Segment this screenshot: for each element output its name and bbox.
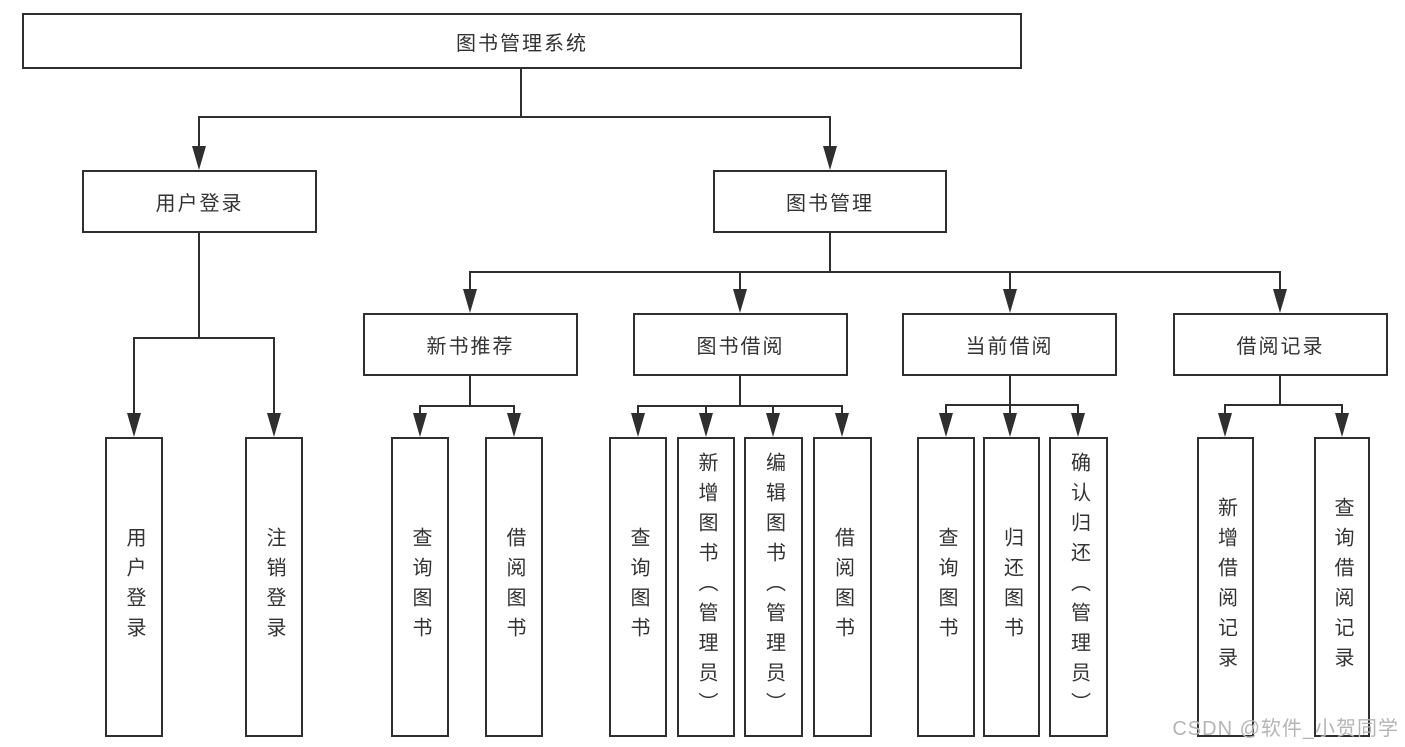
arrowhead-icon — [939, 413, 953, 437]
leaf-logout-label: 注销登录 — [263, 527, 285, 647]
node-borrow-records: 借阅记录 — [1173, 313, 1388, 376]
connector-line — [1009, 404, 1011, 415]
arrowhead-icon — [766, 413, 780, 437]
arrowhead-icon — [823, 146, 837, 170]
connector-line — [1279, 271, 1281, 291]
connector-line — [945, 404, 1079, 406]
arrowhead-icon — [127, 413, 141, 437]
leaf-user-login-label: 用户登录 — [123, 527, 145, 647]
leaf-current-query-label: 查询图书 — [935, 527, 957, 647]
arrowhead-icon — [1003, 289, 1017, 313]
leaf-borrow-borrow-label: 借阅图书 — [831, 527, 854, 647]
watermark: CSDN @软件_小贺同学 — [1172, 718, 1399, 740]
arrowhead-icon — [267, 413, 281, 437]
arrowhead-icon — [413, 413, 427, 437]
connector-line — [198, 116, 831, 118]
leaf-user-login: 用户登录 — [105, 437, 163, 737]
connector-line — [469, 271, 1281, 273]
connector-line — [1224, 404, 1343, 406]
node-root: 图书管理系统 — [22, 13, 1022, 69]
connector-line — [513, 405, 515, 415]
connector-line — [739, 271, 741, 291]
arrowhead-icon — [192, 146, 206, 170]
connector-line — [1009, 376, 1011, 406]
connector-line — [1009, 271, 1011, 291]
leaf-newbook-query-label: 查询图书 — [409, 527, 431, 647]
leaf-borrow-edit-admin: 编辑图书（管理员） — [744, 437, 803, 737]
leaf-current-confirm-admin: 确认归还（管理员） — [1049, 437, 1108, 737]
leaf-borrow-borrow: 借阅图书 — [813, 437, 872, 737]
connector-line — [419, 405, 421, 415]
connector-line — [133, 337, 275, 339]
connector-line — [1224, 404, 1226, 415]
leaf-records-add-label: 新增借阅记录 — [1214, 497, 1237, 677]
node-user-login: 用户登录 — [82, 170, 317, 233]
leaf-newbook-borrow-label: 借阅图书 — [503, 527, 525, 647]
arrowhead-icon — [1218, 413, 1232, 437]
connector-line — [133, 337, 135, 415]
node-book-borrow-label: 图书借阅 — [696, 336, 785, 358]
connector-line — [1077, 404, 1079, 415]
node-book-borrow: 图书借阅 — [633, 313, 848, 376]
connector-line — [469, 376, 471, 407]
arrowhead-icon — [733, 289, 747, 313]
arrowhead-icon — [699, 413, 713, 437]
node-new-book-recommend-label: 新书推荐 — [426, 336, 515, 358]
leaf-borrow-query-label: 查询图书 — [627, 527, 649, 647]
arrowhead-icon — [463, 289, 477, 313]
arrowhead-icon — [835, 413, 849, 437]
leaf-current-return: 归还图书 — [983, 437, 1040, 737]
connector-line — [829, 116, 831, 148]
leaf-records-add: 新增借阅记录 — [1197, 437, 1254, 737]
node-book-management: 图书管理 — [713, 170, 947, 233]
connector-line — [273, 337, 275, 415]
node-borrow-records-label: 借阅记录 — [1236, 336, 1325, 358]
leaf-logout: 注销登录 — [245, 437, 303, 737]
connector-line — [1279, 376, 1281, 406]
node-current-borrow: 当前借阅 — [902, 313, 1117, 376]
connector-line — [637, 405, 843, 407]
leaf-current-query: 查询图书 — [917, 437, 975, 737]
arrowhead-icon — [631, 413, 645, 437]
connector-line — [739, 376, 741, 407]
arrowhead-icon — [507, 413, 521, 437]
node-new-book-recommend: 新书推荐 — [363, 313, 578, 376]
connector-line — [841, 405, 843, 415]
leaf-newbook-borrow: 借阅图书 — [485, 437, 543, 737]
connector-line — [705, 405, 707, 415]
node-current-borrow-label: 当前借阅 — [965, 336, 1054, 358]
leaf-records-query-label: 查询借阅记录 — [1331, 497, 1353, 677]
connector-line — [520, 69, 522, 118]
connector-line — [198, 116, 200, 148]
connector-line — [945, 404, 947, 415]
connector-line — [198, 233, 200, 339]
connector-line — [637, 405, 639, 415]
arrowhead-icon — [1003, 413, 1017, 437]
leaf-borrow-add-admin: 新增图书（管理员） — [677, 437, 735, 737]
leaf-borrow-edit-admin-label: 编辑图书（管理员） — [762, 452, 785, 722]
node-user-login-label: 用户登录 — [155, 193, 244, 215]
leaf-current-return-label: 归还图书 — [1000, 527, 1023, 647]
arrowhead-icon — [1071, 413, 1085, 437]
connector-line — [829, 233, 831, 273]
leaf-borrow-query: 查询图书 — [609, 437, 667, 737]
node-book-management-label: 图书管理 — [786, 193, 874, 215]
node-root-label: 图书管理系统 — [456, 32, 588, 55]
leaf-records-query: 查询借阅记录 — [1314, 437, 1370, 737]
connector-line — [1341, 404, 1343, 415]
arrowhead-icon — [1335, 413, 1349, 437]
leaf-borrow-add-admin-label: 新增图书（管理员） — [695, 452, 717, 722]
leaf-newbook-query: 查询图书 — [391, 437, 449, 737]
connector-line — [469, 271, 471, 291]
leaf-current-confirm-admin-label: 确认归还（管理员） — [1067, 452, 1090, 722]
connector-line — [772, 405, 774, 415]
arrowhead-icon — [1273, 289, 1287, 313]
connector-line — [419, 405, 515, 407]
